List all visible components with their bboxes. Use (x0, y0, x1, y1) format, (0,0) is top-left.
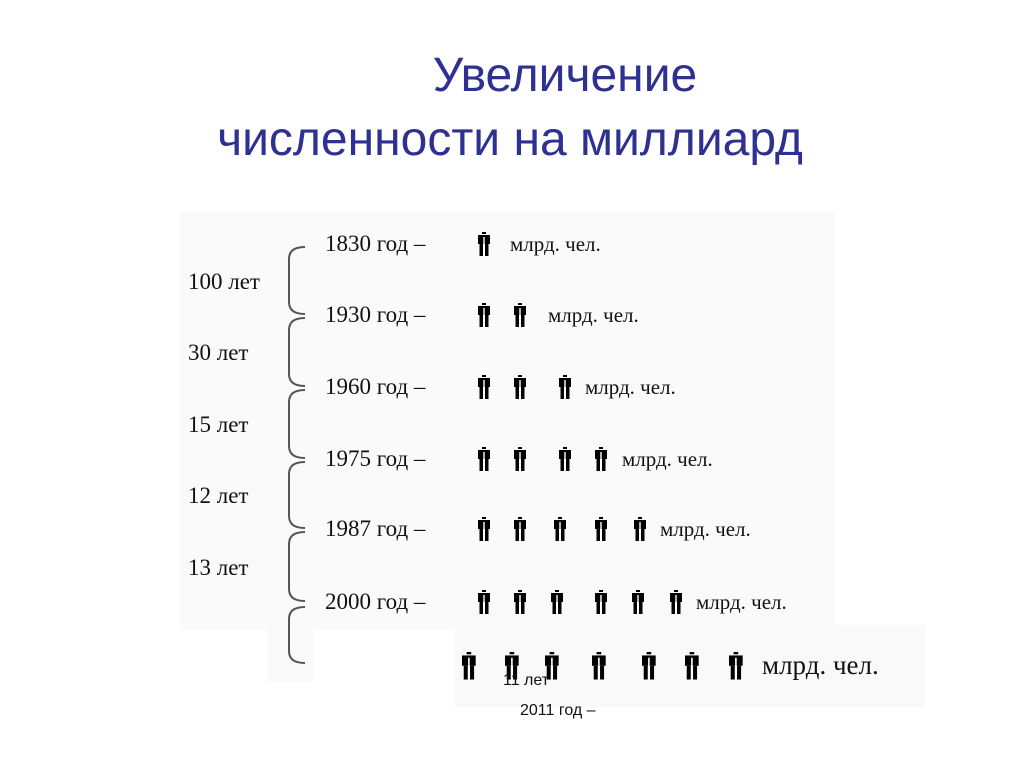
diagram-background (180, 212, 835, 630)
year-label: 1987 год – (325, 516, 426, 541)
person-icon (478, 303, 490, 327)
person-icon (595, 590, 607, 614)
person-icon (514, 590, 526, 614)
year-label: 2000 год – (325, 589, 426, 614)
slide-title: Увеличение численности на миллиард (0, 44, 1024, 172)
person-icon (505, 652, 519, 680)
unit-label: млрд. чел. (510, 232, 601, 256)
person-icon (685, 652, 699, 680)
brace-icon (285, 388, 307, 460)
unit-label: млрд. чел. (622, 447, 713, 471)
person-icon (559, 375, 571, 399)
person-icon (554, 517, 566, 541)
last-unit-label: млрд. чел. (762, 650, 879, 680)
unit-label: млрд. чел. (660, 517, 751, 541)
person-icon (595, 447, 607, 471)
person-icon (729, 652, 743, 680)
person-icon (559, 447, 571, 471)
person-icon (551, 590, 563, 614)
person-icon (642, 652, 656, 680)
person-icon (670, 590, 682, 614)
person-icon (545, 652, 559, 680)
person-icon (478, 375, 490, 399)
title-line-2: численности на миллиард (217, 113, 803, 166)
unit-label: млрд. чел. (548, 303, 639, 327)
interval-label: 15 лет (188, 412, 249, 437)
interval-label: 12 лет (188, 483, 249, 508)
person-icon (478, 517, 490, 541)
person-icon (634, 517, 646, 541)
brace-icon (285, 316, 307, 388)
person-icon (514, 447, 526, 471)
unit-label: млрд. чел. (696, 590, 787, 614)
last-interval-label: 11 лет (503, 672, 550, 689)
year-label: 1975 год – (325, 446, 426, 471)
brace-icon (285, 530, 307, 603)
interval-label: 100 лет (188, 268, 260, 294)
brace-icon (285, 245, 307, 316)
person-icon (462, 652, 476, 680)
person-icon (514, 375, 526, 399)
person-icon (514, 303, 526, 327)
brace-icon (285, 605, 307, 665)
year-label: 1960 год – (325, 374, 426, 399)
person-icon (478, 590, 490, 614)
title-line-1: Увеличение (432, 49, 698, 102)
person-icon (632, 590, 644, 614)
person-icon (592, 652, 606, 680)
person-icon (595, 517, 607, 541)
year-label: 1830 год – (325, 231, 426, 256)
unit-label: млрд. чел. (585, 375, 676, 399)
last-year-label: 2011 год – (520, 702, 596, 719)
person-icon (514, 517, 526, 541)
person-icon (478, 232, 490, 256)
brace-icon (285, 460, 307, 530)
interval-label: 30 лет (188, 340, 249, 365)
interval-label: 13 лет (188, 554, 249, 580)
year-label: 1930 год – (325, 302, 426, 327)
person-icon (478, 447, 490, 471)
